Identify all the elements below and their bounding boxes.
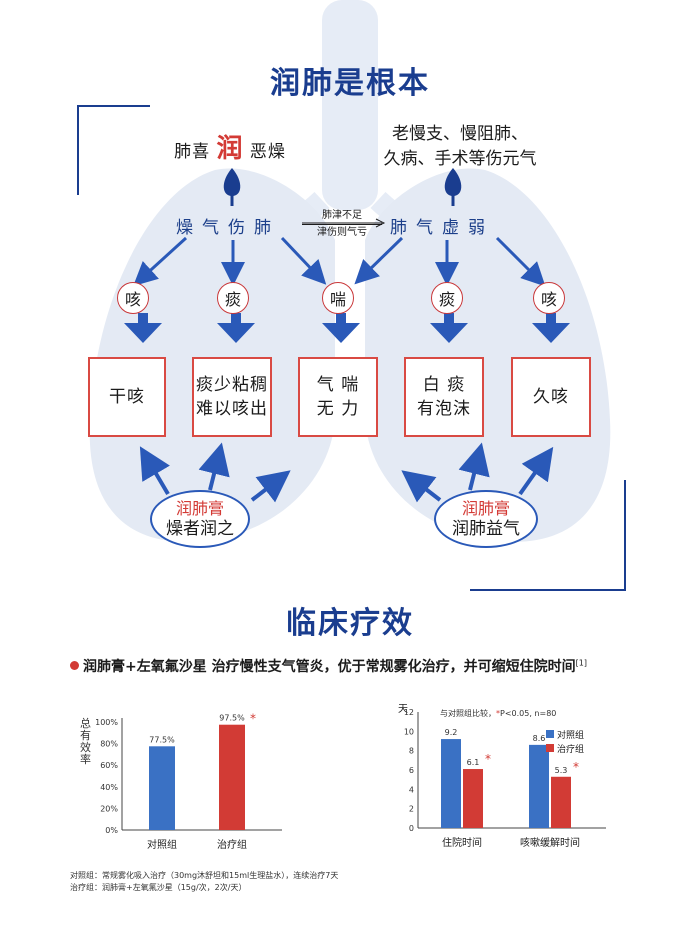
symptom-box-4-line1: 白 痰 bbox=[422, 375, 466, 395]
chart-duration-ytick: 6 bbox=[409, 766, 414, 775]
right-heading-line1: 老慢支、慢阻肺、 bbox=[392, 124, 528, 144]
bullet-dot-icon bbox=[70, 661, 79, 670]
left-heading-accent: 润 bbox=[216, 134, 244, 164]
footnote-1: 对照组：常规雾化吸入治疗（30mg沐舒坦和15ml生理盐水），连续治疗7天 bbox=[70, 871, 339, 880]
section-title: 临床疗效 bbox=[286, 606, 414, 641]
drop-icon-left bbox=[223, 168, 241, 206]
chart-duration-ytick: 10 bbox=[404, 727, 414, 736]
left-heading-part1: 肺喜 bbox=[174, 142, 211, 162]
page-title: 润肺是根本 bbox=[270, 66, 430, 101]
chart-duration-category: 住院时间 bbox=[442, 836, 482, 849]
chart-efficacy-data-label: 97.5% bbox=[219, 714, 245, 723]
chart-duration-legend-swatch bbox=[546, 744, 554, 752]
right-heading: 老慢支、慢阻肺、 久病、手术等伤元气 bbox=[360, 122, 560, 172]
symptom-box-2-line2: 难以咳出 bbox=[196, 399, 268, 419]
symptom-circle-5: 咳 bbox=[533, 282, 565, 314]
symptom-box-5-line1: 久咳 bbox=[533, 387, 569, 407]
chart-duration-bar bbox=[551, 776, 571, 828]
remedy-left-desc: 燥者润之 bbox=[166, 519, 234, 539]
symptom-circle-4: 痰 bbox=[431, 282, 463, 314]
symptom-box-1: 干咳 bbox=[88, 357, 166, 437]
chart-efficacy-ytick: 0% bbox=[105, 826, 118, 835]
chart-efficacy-bar bbox=[149, 746, 175, 830]
drop-icon-right bbox=[444, 168, 462, 206]
symptom-box-1-line1: 干咳 bbox=[109, 387, 145, 407]
remedy-right-desc: 润肺益气 bbox=[452, 519, 520, 539]
chart-efficacy-category: 对照组 bbox=[147, 838, 177, 851]
chart-duration-legend-swatch bbox=[546, 730, 554, 738]
chart-duration-ytick: 12 bbox=[404, 708, 414, 717]
chart-efficacy-bar bbox=[219, 724, 245, 830]
chart-duration-ytick: 0 bbox=[409, 824, 414, 833]
remedy-right-name: 润肺膏 bbox=[461, 499, 510, 518]
chart-efficacy-data-label: 77.5% bbox=[149, 735, 175, 744]
symptom-box-3: 气 喘 无 力 bbox=[298, 357, 378, 437]
left-cause: 燥气伤肺 bbox=[176, 218, 280, 238]
cause-arrows bbox=[124, 236, 570, 503]
symptom-box-3-line2: 无 力 bbox=[316, 399, 360, 419]
symptom-box-2: 痰少粘稠 难以咳出 bbox=[192, 357, 272, 437]
chart-duration-data-label: 5.3 bbox=[555, 766, 568, 775]
symptom-circle-3: 喘 bbox=[322, 282, 354, 314]
cause-link-top: 肺津不足 bbox=[322, 210, 362, 221]
right-heading-line2: 久病、手术等伤元气 bbox=[383, 149, 537, 169]
chart-duration-annotation: 与对照组比较，*P<0.05, n=80 bbox=[440, 708, 556, 719]
chart-duration-ytick: 8 bbox=[409, 747, 414, 756]
chart-efficacy: 0% 20% 40% 60% 80% 100% 77.5% 对照组 97.5% 治疗组 * bbox=[95, 712, 282, 851]
right-cause: 肺气虚弱 bbox=[390, 218, 494, 238]
chart-duration-bar bbox=[441, 739, 461, 828]
chart-duration-data-label: 6.1 bbox=[467, 758, 480, 767]
symptom-box-4-line2: 有泡沫 bbox=[417, 399, 471, 419]
annotation-text: 与对照组比较， bbox=[440, 709, 496, 718]
chart-efficacy-ytick: 60% bbox=[100, 761, 118, 770]
cause-link-arrow bbox=[302, 218, 386, 228]
cause-link: 肺津不足 津伤则气亏 bbox=[300, 208, 384, 241]
symptom-box-5: 久咳 bbox=[511, 357, 591, 437]
remedy-oval-right: 润肺膏 润肺益气 bbox=[434, 490, 538, 548]
chart-efficacy-ytick: 80% bbox=[100, 740, 118, 749]
footnote-2: 治疗组：润肺膏+左氧氟沙星（15g/次，2次/天） bbox=[70, 883, 247, 892]
chart-duration-category: 咳嗽缓解时间 bbox=[520, 836, 580, 849]
claim-text: 润肺膏+左氧氟沙星 治疗慢性支气管炎，优于常规雾化治疗，并可缩短住院时间 bbox=[83, 659, 576, 675]
chart-duration-legend-label: 治疗组 bbox=[557, 743, 584, 755]
chart-duration-significance-star: * bbox=[485, 752, 491, 766]
chart-duration-data-label: 8.6 bbox=[533, 734, 546, 743]
chart-duration-ylabel: 天 bbox=[398, 704, 408, 715]
annotation-star: * bbox=[496, 709, 500, 718]
chart-efficacy-significance-star: * bbox=[250, 712, 256, 726]
chart-duration-ytick: 2 bbox=[409, 805, 414, 814]
chart-efficacy-ytick: 20% bbox=[100, 804, 118, 813]
chart-efficacy-ytick: 40% bbox=[100, 783, 118, 792]
annotation-rest: P<0.05, n=80 bbox=[500, 709, 557, 718]
chart-duration-ytick: 4 bbox=[409, 785, 414, 794]
chart-efficacy-ytick: 100% bbox=[95, 718, 118, 727]
symptom-box-4: 白 痰 有泡沫 bbox=[404, 357, 484, 437]
symptom-box-3-line1: 气 喘 bbox=[316, 375, 360, 395]
chart-efficacy-ylabel: 总有效率 bbox=[80, 717, 91, 766]
chart-duration-data-label: 9.2 bbox=[445, 728, 458, 737]
chart-duration-bar bbox=[529, 744, 549, 828]
symptom-box-2-line1: 痰少粘稠 bbox=[196, 375, 268, 395]
symptom-circle-2: 痰 bbox=[217, 282, 249, 314]
chart-duration-significance-star: * bbox=[573, 760, 579, 774]
chart-efficacy-category: 治疗组 bbox=[217, 838, 247, 851]
chart-duration-bar bbox=[463, 769, 483, 828]
left-heading: 肺喜 润 恶燥 bbox=[150, 128, 310, 165]
remedy-oval-left: 润肺膏 燥者润之 bbox=[150, 490, 250, 548]
claim-line: 润肺膏+左氧氟沙星 治疗慢性支气管炎，优于常规雾化治疗，并可缩短住院时间[1] bbox=[70, 656, 690, 676]
symptom-circle-1: 咳 bbox=[117, 282, 149, 314]
remedy-left-name: 润肺膏 bbox=[175, 499, 224, 518]
chart-duration-legend-label: 对照组 bbox=[557, 729, 584, 741]
claim-reference: [1] bbox=[575, 658, 587, 668]
cause-link-bottom: 津伤则气亏 bbox=[317, 227, 367, 238]
left-heading-part2: 恶燥 bbox=[249, 142, 286, 162]
